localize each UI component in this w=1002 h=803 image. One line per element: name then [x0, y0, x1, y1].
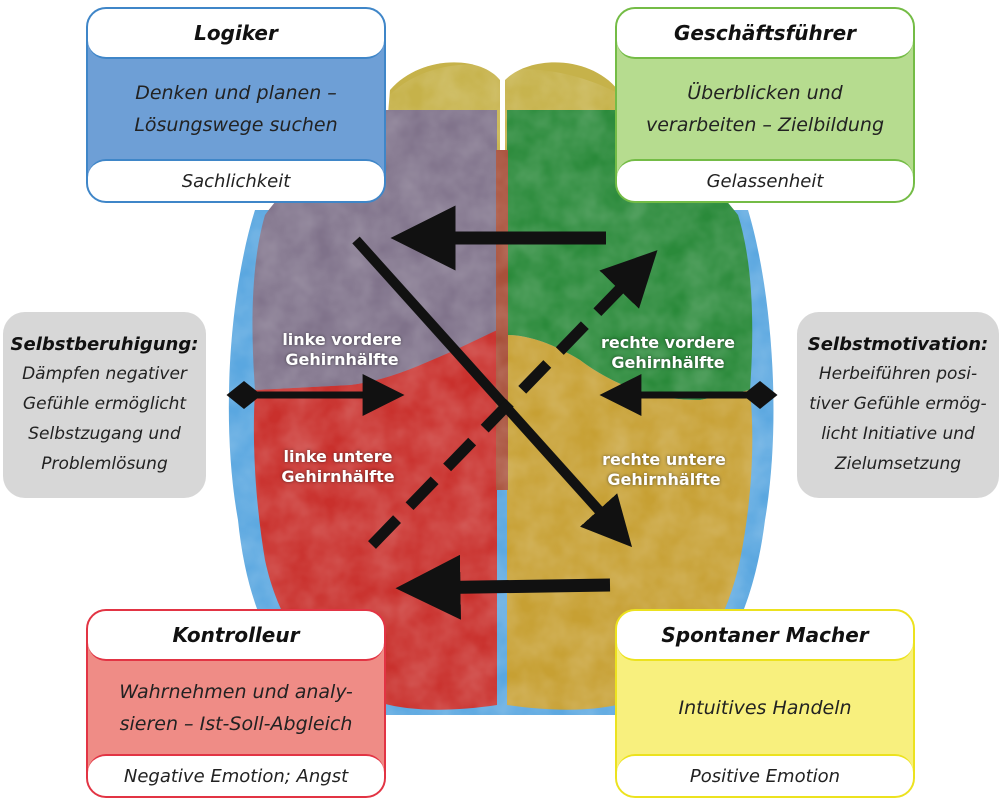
card-title: Logiker: [88, 9, 384, 59]
label-right-lower: rechte untere Gehirnhälfte: [584, 450, 744, 490]
card-body: Überblicken und verarbeiten – Zielbildun…: [617, 59, 913, 159]
card-kontrolleur: Kontrolleur Wahrnehmen und analy- sieren…: [86, 609, 386, 798]
card-title: Spontaner Macher: [617, 611, 913, 661]
card-spontaner-macher: Spontaner Macher Intuitives Handeln Posi…: [615, 609, 915, 798]
label-left-front: linke vordere Gehirnhälfte: [262, 330, 422, 370]
card-footer: Positive Emotion: [617, 754, 913, 796]
card-footer: Gelassenheit: [617, 159, 913, 201]
card-footer: Negative Emotion; Angst: [88, 754, 384, 796]
side-box-body: Dämpfen negativer Gefühle ermöglicht Sel…: [3, 359, 206, 479]
label-left-lower: linke untere Gehirnhälfte: [258, 447, 418, 487]
side-box-title: Selbstmotivation:: [797, 331, 999, 359]
card-body: Intuitives Handeln: [617, 661, 913, 754]
side-box-title: Selbstberuhigung:: [3, 331, 206, 359]
card-title: Geschäftsführer: [617, 9, 913, 59]
side-box-selbstberuhigung: Selbstberuhigung: Dämpfen negativer Gefü…: [3, 312, 206, 498]
arrow-bottom: [415, 585, 610, 588]
card-geschaeftsfuehrer: Geschäftsführer Überblicken und verarbei…: [615, 7, 915, 203]
card-body: Wahrnehmen und analy- sieren – Ist-Soll-…: [88, 661, 384, 754]
side-box-selbstmotivation: Selbstmotivation: Herbeiführen posi- tiv…: [797, 312, 999, 498]
card-body: Denken und planen – Lösungswege suchen: [88, 59, 384, 159]
side-box-body: Herbeiführen posi- tiver Gefühle ermög- …: [797, 359, 999, 479]
card-logiker: Logiker Denken und planen – Lösungswege …: [86, 7, 386, 203]
label-right-front: rechte vordere Gehirnhälfte: [588, 333, 748, 373]
card-footer: Sachlichkeit: [88, 159, 384, 201]
card-title: Kontrolleur: [88, 611, 384, 661]
